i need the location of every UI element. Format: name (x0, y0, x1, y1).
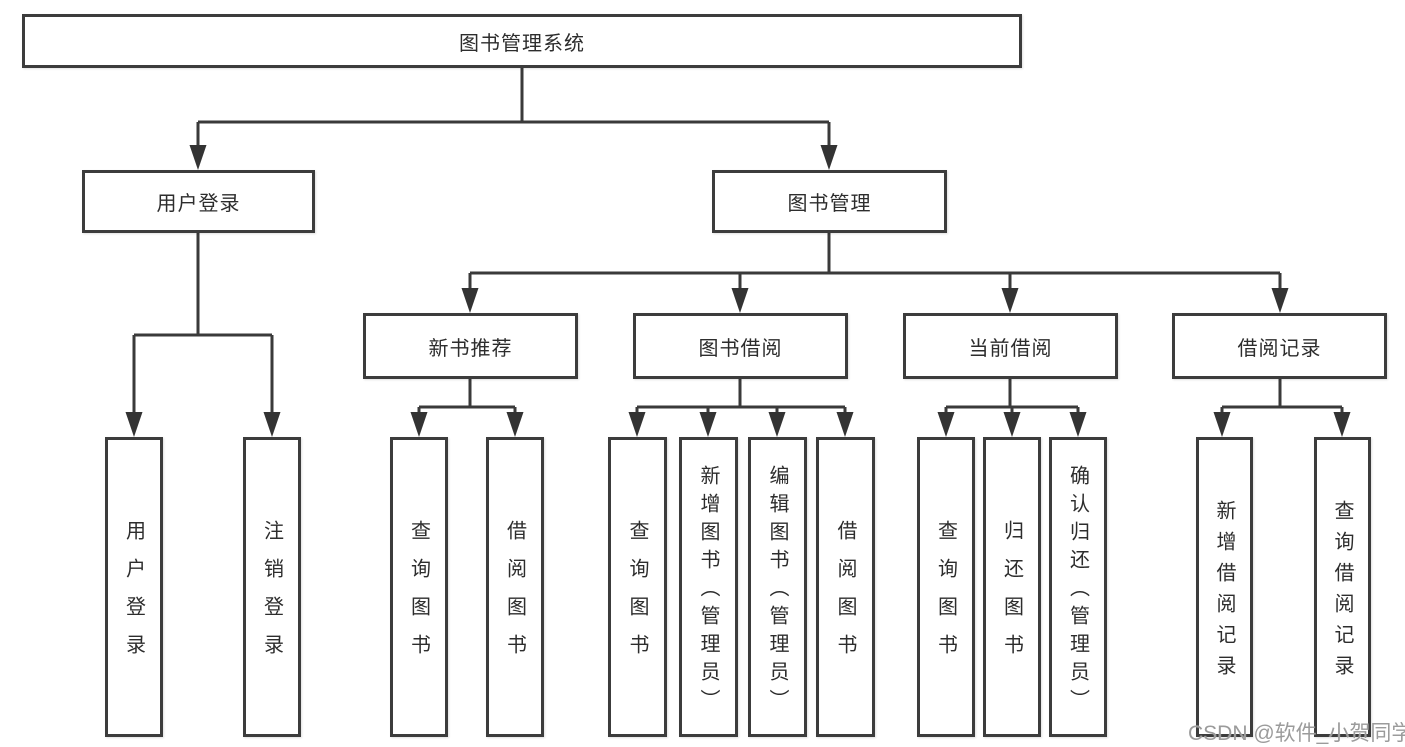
node-label: 借阅记录 (1237, 337, 1322, 360)
leaf-edit-book-admin: 编辑图书（管理员） (748, 437, 807, 737)
csdn-watermark: CSDN @软件_小贺同学 (1188, 722, 1405, 745)
leaf-query-books-2: 查询图书 (608, 437, 667, 737)
leaf-logout: 注销登录 (243, 437, 301, 737)
leaf-query-books-1: 查询图书 (390, 437, 448, 737)
node-label: 编辑图书（管理员） (766, 465, 788, 717)
node-label: 图书管理 (787, 193, 872, 215)
node-root: 图书管理系统 (22, 14, 1022, 68)
node-label: 归还图书 (1000, 520, 1023, 672)
leaf-borrow-books-1: 借阅图书 (486, 437, 544, 737)
node-label: 查询图书 (934, 520, 957, 672)
leaf-add-book-admin: 新增图书（管理员） (679, 437, 738, 737)
node-label: 当前借阅 (968, 337, 1053, 360)
node-label: 新增图书（管理员） (697, 465, 719, 717)
node-label: 用户登录 (156, 193, 241, 215)
node-label: 查询图书 (407, 520, 430, 672)
leaf-return-book: 归还图书 (983, 437, 1041, 737)
leaf-user-login: 用户登录 (105, 437, 163, 737)
leaf-query-books-3: 查询图书 (917, 437, 975, 737)
node-book-manage: 图书管理 (712, 170, 947, 233)
node-label: 借阅图书 (834, 520, 856, 672)
node-user-login: 用户登录 (82, 170, 315, 233)
node-label: 图书管理系统 (459, 32, 585, 55)
node-label: 新增借阅记录 (1213, 499, 1235, 686)
leaf-query-borrow-record: 查询借阅记录 (1314, 437, 1371, 737)
node-label: 借阅图书 (503, 520, 526, 672)
node-label: 确认归还（管理员） (1066, 465, 1089, 717)
node-current-borrow: 当前借阅 (903, 313, 1118, 379)
node-label: 查询图书 (626, 520, 648, 672)
leaf-confirm-return-admin: 确认归还（管理员） (1049, 437, 1107, 737)
node-label: 查询借阅记录 (1331, 499, 1353, 686)
leaf-add-borrow-record: 新增借阅记录 (1196, 437, 1253, 737)
leaf-borrow-books-2: 借阅图书 (816, 437, 875, 737)
node-label: 图书借阅 (698, 337, 783, 360)
node-book-borrow: 图书借阅 (633, 313, 848, 379)
node-borrow-records: 借阅记录 (1172, 313, 1387, 379)
node-label: 用户登录 (122, 520, 145, 672)
node-new-book-recommend: 新书推荐 (363, 313, 578, 379)
node-label: 注销登录 (260, 520, 283, 672)
node-label: 新书推荐 (428, 337, 513, 360)
arrowhead-icons (125, 145, 1351, 437)
